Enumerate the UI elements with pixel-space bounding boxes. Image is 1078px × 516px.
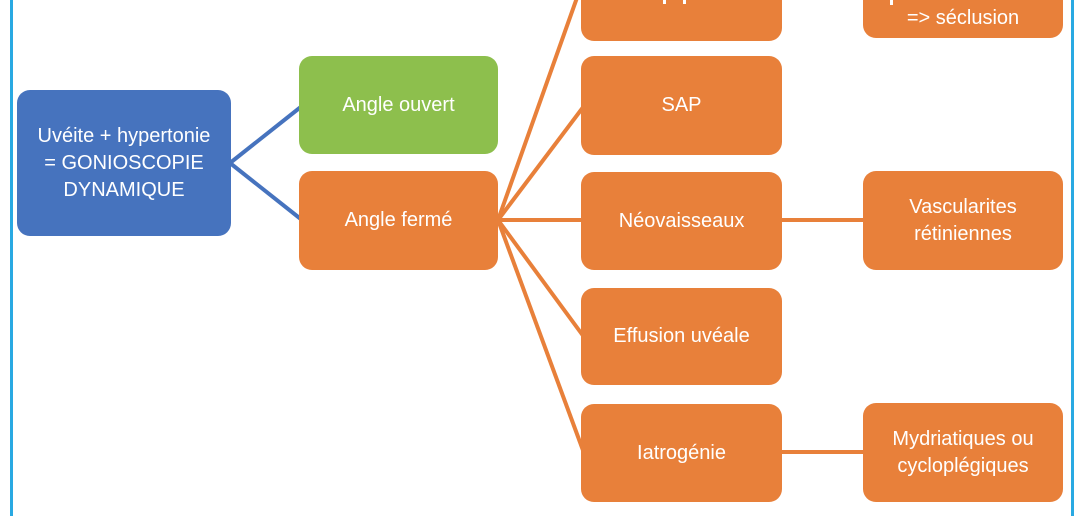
node-mydriatiques: Mydriatiques ou cycloplégiques [863,403,1063,502]
node-seclusion-label: => séclusion [906,7,1020,29]
node-effusion-uveale: Effusion uvéale [581,288,782,385]
node-iatrogenie-label: Iatrogénie [637,441,726,464]
frame-border-left [10,0,13,516]
edge-angle-ferme-effusion [496,218,586,339]
node-iatrogenie: Iatrogénie [581,404,782,502]
node-vascularites: Vascularites rétiniennes [863,171,1063,270]
node-neovaisseaux-label: Néovaisseaux [618,209,745,232]
node-seclusion: => séclusion [863,0,1063,38]
node-effusion-uveale-label: Effusion uvéale [613,325,750,347]
cropped-text-fragment [683,0,686,4]
cropped-text-fragment [663,0,666,4]
frame-border-right [1071,0,1074,516]
edge-angle-ferme-partial-top [496,0,579,221]
node-angle-ferme-label: Angle fermé [344,209,453,231]
cropped-text-fragment [890,0,893,5]
node-mydriatiques-label: Mydriatiques ou cycloplégiques [892,427,1034,477]
edge-angle-ferme-sap [496,104,586,222]
node-vascularites-label: Vascularites rétiniennes [909,195,1017,245]
node-root-label: Uvéite + hypertonie = GONIOSCOPIE DYNAMI… [37,124,211,201]
node-angle-ouvert-label: Angle ouvert [342,93,455,116]
edge-angle-ferme-iatrogenie [496,219,586,454]
node-angle-ferme: Angle fermé [299,171,498,270]
node-sap: SAP [581,56,782,155]
node-angle-ouvert: Angle ouvert [299,56,498,154]
node-root: Uvéite + hypertonie = GONIOSCOPIE DYNAMI… [17,90,231,236]
node-sap-label: SAP [661,94,702,116]
node-neovaisseaux: Néovaisseaux [581,172,782,270]
edge-root-angle-ferme [228,161,304,222]
edge-root-angle-ouvert [228,104,304,165]
node-partial-top [581,0,782,41]
